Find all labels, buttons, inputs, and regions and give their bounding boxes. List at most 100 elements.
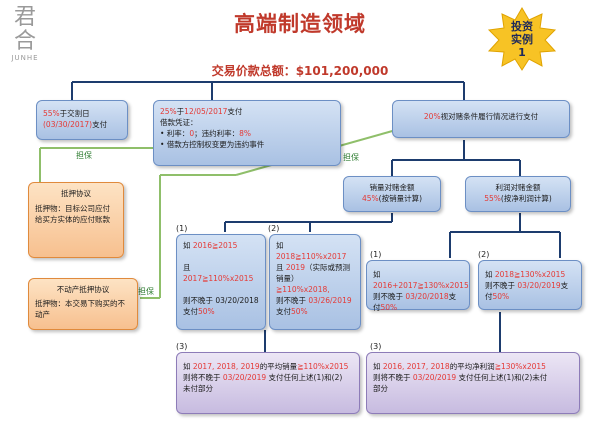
loan-payment-box: 25%于12/05/2017支付 借款凭证： • 利率：0；违约利率：8% • … <box>153 100 341 166</box>
guarantee-label-2: 担保 <box>343 153 359 162</box>
profit-earnout-box: 利润对赌金额 55%(按净利润计算) <box>465 176 571 212</box>
badge-line-3: 1 <box>518 46 526 59</box>
sales-1-if: 如 <box>183 241 191 250</box>
payment-percent: 55% <box>43 109 60 118</box>
sales-2-cond-a: 2018≧110%x2017 <box>276 252 347 261</box>
marker-sales-3: (3) <box>176 342 188 351</box>
profit-3-years: 2016, 2017, 2018 <box>382 362 450 371</box>
payment-text: 于交割日 <box>59 109 90 118</box>
loan-voucher-label: 借款凭证： <box>160 118 198 127</box>
marker-profit-1: (1) <box>370 250 382 259</box>
profit-3-remaining: 部分 <box>373 384 388 393</box>
sales-3-cond: ≧110%x2015 <box>297 362 349 371</box>
sales-2-and: 且 <box>276 263 284 272</box>
profit-3-cond: ≧130%x2015 <box>494 362 546 371</box>
profit-3-deadline-label: 则将不晚于 <box>373 373 411 382</box>
sales-subtitle: (按销量计算) <box>378 194 423 203</box>
sales-2-percent: 50% <box>291 307 308 316</box>
sales-1-deadline: 则不晚于 03/20/2018 <box>183 296 259 305</box>
sales-2-note: （实际或预测销量） <box>276 263 350 283</box>
profit-1-if: 如 <box>373 270 381 279</box>
logo-mark: 君合 <box>13 5 36 54</box>
total-price: 交易价款总额：$101,200,000 <box>211 64 389 78</box>
profit-1-deadline-label: 则不晚于 <box>373 292 403 301</box>
profit-1-deadline: 03/20/2018 <box>405 292 449 301</box>
sales-condition-2: 如 2018≧110%x2017 且 2019（实际或预测销量） ≧110%x2… <box>269 234 361 330</box>
brand-logo: 君合 JUNHE <box>8 5 42 63</box>
investment-case-badge: 投资 实例 1 <box>484 6 560 72</box>
sales-2-year: 2019 <box>285 263 305 272</box>
sales-2-deadline-label: 则不晚于 <box>276 296 306 305</box>
guarantee-label-1: 担保 <box>76 151 92 160</box>
sales-3-remaining: 未付部分 <box>183 384 213 393</box>
pledge-title: 抵押协议 <box>61 189 91 198</box>
sales-1-pay: 支付 <box>183 307 198 316</box>
starburst-icon <box>487 7 557 71</box>
logo-name: JUNHE <box>11 54 39 62</box>
badge-line-2: 实例 <box>511 33 533 46</box>
sales-1-and: 且 <box>183 263 191 272</box>
loan-text-2: 支付 <box>227 107 243 116</box>
pledge-body: 抵押物：目标公司应付给买方实体的应付账款 <box>35 204 110 224</box>
sales-3-years: 2017, 2018, 2019 <box>192 362 260 371</box>
profit-2-deadline-label: 则不晚于 <box>485 281 515 290</box>
profit-3-pay: 支付任何上述(1)和(2)未付 <box>458 373 548 382</box>
real-estate-pledge-box: 不动产抵押协议 抵押物：本交易下购买的不动产 <box>28 278 138 330</box>
marker-sales-2: (2) <box>268 224 280 233</box>
payment-text-2: 支付 <box>92 120 108 129</box>
sales-2-if: 如 <box>276 241 284 250</box>
earnout-percent: 20% <box>423 112 441 121</box>
profit-subtitle: (按净利润计算) <box>500 194 552 203</box>
default-rate-value: 8% <box>239 129 251 138</box>
real-estate-body: 抵押物：本交易下购买的不动产 <box>35 299 125 319</box>
profit-1-percent: 50% <box>380 303 398 312</box>
sales-3-if: 如 <box>183 362 191 371</box>
profit-3-deadline: 03/20/2019 <box>412 373 457 382</box>
interest-value: 0 <box>189 129 195 138</box>
sales-2-pay: 支付 <box>276 307 291 316</box>
profit-3-metric: 的平均净利润 <box>449 362 495 371</box>
marker-profit-3: (3) <box>370 342 382 351</box>
sales-condition-3: 如 2017, 2018, 2019的平均销量≧110%x2015 则将不晚于 … <box>176 352 360 414</box>
marker-sales-1: (1) <box>176 224 188 233</box>
sales-2-deadline: 03/26/2019 <box>308 296 352 305</box>
marker-profit-2: (2) <box>478 250 490 259</box>
sales-1-cond-b: 2017≧110%x2015 <box>183 274 254 283</box>
profit-3-if: 如 <box>373 362 381 371</box>
sales-earnout-box: 销量对赌金额 45%(按销量计算) <box>343 176 441 212</box>
loan-percent: 25% <box>160 107 177 116</box>
sales-3-metric: 的平均销量 <box>259 362 298 371</box>
default-rate-label: ；违约利率： <box>194 129 240 138</box>
profit-2-pay: 支付 <box>485 281 569 301</box>
sales-3-pay: 支付任何上述(1)和(2) <box>268 373 343 382</box>
profit-2-cond: 2018≧130%x2015 <box>494 270 566 279</box>
real-estate-title: 不动产抵押协议 <box>56 285 110 294</box>
earnout-text: 视对赌条件履行情况进行支付 <box>440 112 539 121</box>
badge-line-1: 投资 <box>511 20 533 33</box>
profit-2-if: 如 <box>485 270 493 279</box>
sales-1-cond-a: 2016≧2015 <box>192 241 238 250</box>
earnout-payment-box: 20%视对赌条件履行情况进行支付 <box>392 100 570 138</box>
profit-1-pay: 支付 <box>373 292 457 312</box>
interest-label: • 利率： <box>160 129 190 138</box>
loan-text: 于 <box>176 107 185 116</box>
profit-condition-3: 如 2016, 2017, 2018的平均净利润≧130%x2015 则将不晚于… <box>366 352 580 414</box>
profit-2-percent: 50% <box>492 292 510 301</box>
sales-percent: 45% <box>361 194 379 203</box>
profit-1-cond: 2016+2017≧130%x2015 <box>373 281 469 290</box>
profit-title: 利润对赌金额 <box>495 183 541 192</box>
sales-1-percent: 50% <box>198 307 215 316</box>
closing-payment-box: 55%于交割日 (03/30/2017)支付 <box>36 100 128 140</box>
pledge-agreement-box: 抵押协议 抵押物：目标公司应付给买方实体的应付账款 <box>28 182 124 258</box>
payment-date: (03/30/2017) <box>43 120 93 129</box>
default-event-item: • 借款方控制权变更为违约事件 <box>160 140 265 149</box>
profit-2-deadline: 03/20/2019 <box>517 281 561 290</box>
sales-3-deadline: 03/20/2019 <box>222 373 267 382</box>
sales-title: 销量对赌金额 <box>369 183 415 192</box>
profit-condition-1: 如 2016+2017≧130%x2015 则不晚于 03/20/2018支付5… <box>366 260 470 312</box>
profit-percent: 55% <box>484 194 501 203</box>
sales-condition-1: 如 2016≧2015 且 2017≧110%x2015 则不晚于 03/20/… <box>176 234 266 330</box>
page-title: 高端制造领域 <box>234 12 366 36</box>
profit-condition-2: 如 2018≧130%x2015 则不晚于 03/20/2019支付50% <box>478 260 582 310</box>
sales-2-cond-b: ≧110%x2018, <box>276 285 330 294</box>
